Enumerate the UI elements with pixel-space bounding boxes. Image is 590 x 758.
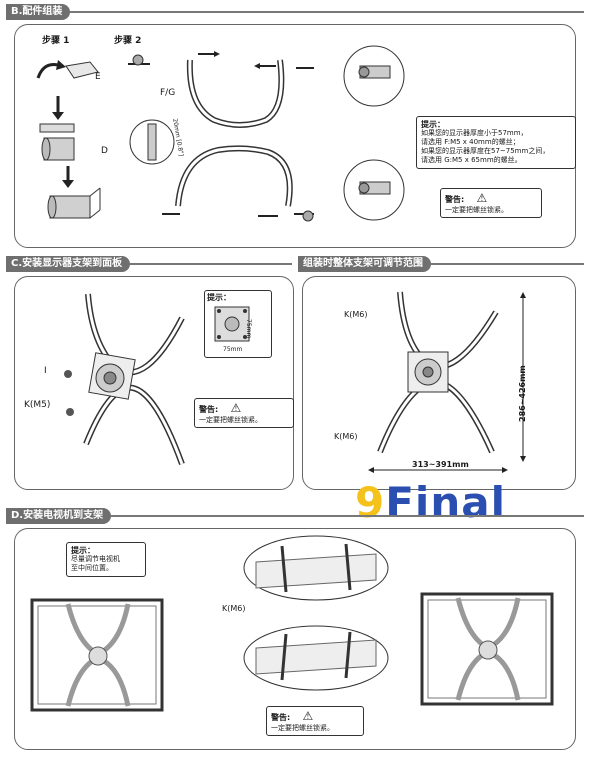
tip-line: 如果您的显示器厚度小于57mm， (421, 129, 528, 137)
brand-logo: 9Final (355, 478, 506, 527)
tip-title: 提示： (421, 120, 445, 129)
tip-line: 至中间位置。 (71, 564, 113, 572)
tip-line: 请选用 F:M5 x 40mm的螺丝； (421, 138, 520, 146)
section-b-warning-box: 警告: ⚠ 一定要把螺丝锁紧。 (440, 188, 542, 218)
warning-title: 警告: (271, 713, 291, 722)
part-label-k-m6-lower: K(M6) (334, 432, 358, 441)
detail-zoom-upper (343, 45, 405, 107)
range-bracket-illustration (368, 291, 508, 473)
section-c-header: C.安装显示器支架到面板 (6, 256, 292, 272)
logo-word: Final (385, 478, 506, 527)
section-b-title: B.配件组装 (6, 4, 71, 20)
vesa-pattern-diagram (214, 306, 250, 342)
warning-title: 警告: (199, 405, 219, 414)
part-label-e: E (95, 72, 101, 82)
tv-back-right-illustration (420, 592, 554, 706)
vesa-tip-title: 提示： (207, 293, 231, 302)
section-d-title: D.安装电视机到支架 (6, 508, 112, 524)
warning-title: 警告: (445, 195, 465, 204)
vesa-height-label: 75mm (245, 319, 252, 339)
tip-line: 请选用 G:M5 x 65mm的螺丝。 (421, 156, 522, 164)
section-c-warning-box: 警告: ⚠ 一定要把螺丝锁紧。 (194, 398, 294, 428)
tip-line: 尽量调节电视机 (71, 555, 120, 563)
range-section-header: 组装时整体支架可调节范围 (298, 256, 584, 272)
part-label-fg: F/G (160, 88, 176, 98)
horizontal-range-label: 313~391mm (412, 460, 469, 469)
vesa-tip-box: 提示： 75mm 75mm (204, 290, 272, 358)
detail-zoom-top-rail (243, 535, 389, 601)
vesa-width-label: 75mm (223, 346, 243, 353)
warning-icon: ⚠ (302, 709, 314, 723)
section-d-tip-box: 提示： 尽量调节电视机 至中间位置。 (66, 542, 146, 577)
logo-digit: 9 (355, 478, 386, 527)
part-label-k-m6: K(M6) (222, 604, 246, 613)
step-2-label: 步骤 2 (114, 36, 142, 46)
tip-title: 提示： (71, 546, 95, 555)
detail-zoom-bottom-rail (243, 625, 389, 691)
section-d-header: D.安装电视机到支架 (6, 508, 584, 524)
step-1-illustration (36, 60, 101, 219)
monitor-bracket-illustration (64, 293, 185, 466)
tv-back-left-illustration (30, 598, 164, 712)
range-section-title: 组装时整体支架可调节范围 (298, 256, 431, 272)
part-label-k-m6-upper: K(M6) (344, 310, 368, 319)
part-label-k-m5: K(M5) (24, 400, 51, 410)
section-c-title: C.安装显示器支架到面板 (6, 256, 131, 272)
step-2-bracket-illustration (128, 51, 314, 222)
section-b-tip-box: 提示： 如果您的显示器厚度小于57mm， 请选用 F:M5 x 40mm的螺丝；… (416, 116, 576, 169)
warning-text: 一定要把螺丝锁紧。 (199, 416, 262, 424)
part-label-i: I (44, 366, 47, 376)
warning-icon: ⚠ (230, 401, 242, 415)
tip-line: 如果您的显示器厚度在57~75mm之间， (421, 147, 550, 155)
section-b-header: B.配件组装 (6, 4, 584, 20)
step-1-label: 步骤 1 (42, 36, 70, 46)
warning-text: 一定要把螺丝锁紧。 (271, 724, 334, 732)
warning-icon: ⚠ (476, 191, 488, 205)
vertical-dimension-line (520, 292, 526, 462)
section-d-warning-box: 警告: ⚠ 一定要把螺丝锁紧。 (266, 706, 364, 736)
detail-zoom-lower (343, 159, 405, 221)
vertical-range-label: 286~426mm (518, 365, 527, 422)
part-label-d: D (101, 146, 108, 156)
warning-text: 一定要把螺丝锁紧。 (445, 206, 508, 214)
